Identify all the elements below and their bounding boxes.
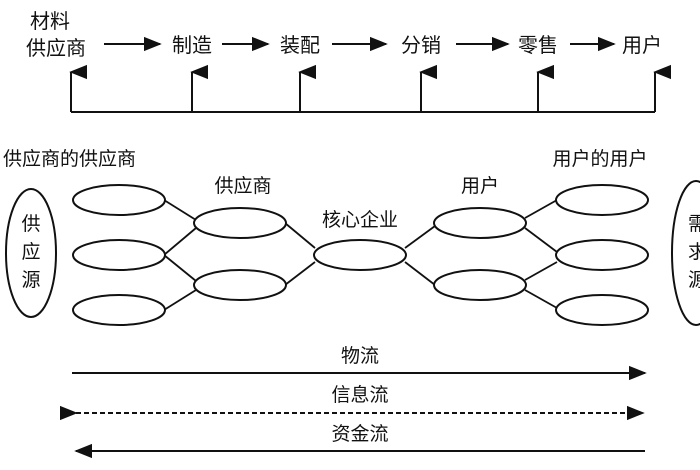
node-supplier-of-supplier-1 — [72, 184, 166, 216]
stage-manufacturing: 制造 — [172, 33, 212, 57]
node-supplier-1 — [193, 207, 287, 239]
label-suppliers-of-suppliers: 供应商的供应商 — [3, 148, 136, 170]
link-u1-uu1 — [524, 199, 558, 219]
flows: 物流 信息流 资金流 — [59, 345, 647, 459]
link-ss2-s1 — [163, 227, 197, 256]
node-supplier-2 — [193, 269, 287, 301]
link-core-u1 — [404, 225, 436, 249]
link-s1-core — [284, 222, 316, 249]
label-users: 用户 — [461, 175, 499, 197]
link-ss1-s1 — [163, 199, 197, 221]
link-core-u2 — [404, 261, 436, 286]
stage-material-supplier-line2: 供应商 — [26, 36, 86, 60]
link-s2-core — [284, 261, 316, 286]
link-u2-uu3 — [524, 289, 558, 309]
node-user-2 — [433, 269, 527, 301]
node-user-of-user-3 — [555, 294, 649, 326]
supply-source-node — [5, 188, 57, 318]
demand-source-char-2: 求 — [688, 241, 700, 263]
top-chain: 材料 供应商 制造 装配 分销 零售 用户 — [26, 9, 672, 113]
stage-material-supplier-line1: 材料 — [30, 9, 70, 33]
stage-user: 用户 — [622, 33, 662, 57]
demand-source-char-1: 需 — [688, 213, 700, 235]
node-user-of-user-1 — [555, 184, 649, 216]
node-user-1 — [433, 207, 527, 239]
network: 供 应 源 需 求 源 供应商的供应商 供应商 核心企业 用户 用户的用户 — [3, 148, 700, 326]
demand-source-node — [671, 180, 700, 326]
label-core-enterprise: 核心企业 — [322, 209, 398, 231]
node-supplier-of-supplier-3 — [72, 294, 166, 326]
supply-source-char-3: 源 — [21, 269, 40, 291]
label-suppliers: 供应商 — [214, 175, 271, 197]
supply-source-char-2: 应 — [21, 241, 40, 263]
material-flow-label: 物流 — [341, 345, 379, 367]
stage-retail: 零售 — [518, 33, 558, 57]
node-supplier-of-supplier-2 — [72, 239, 166, 271]
link-u2-uu2 — [524, 261, 558, 281]
node-user-of-user-2 — [555, 239, 649, 271]
link-ss2-s2 — [163, 254, 197, 282]
stage-distribution: 分销 — [401, 33, 441, 57]
demand-source-char-3: 源 — [688, 269, 700, 291]
link-ss3-s2 — [163, 289, 197, 311]
stage-assembly: 装配 — [280, 33, 320, 57]
capital-flow-label: 资金流 — [331, 423, 388, 445]
supply-source-char-1: 供 — [21, 213, 40, 235]
node-core-enterprise — [313, 239, 407, 271]
label-users-of-users: 用户的用户 — [552, 148, 647, 170]
information-flow-label: 信息流 — [331, 384, 388, 406]
link-u1-uu2 — [524, 227, 558, 253]
